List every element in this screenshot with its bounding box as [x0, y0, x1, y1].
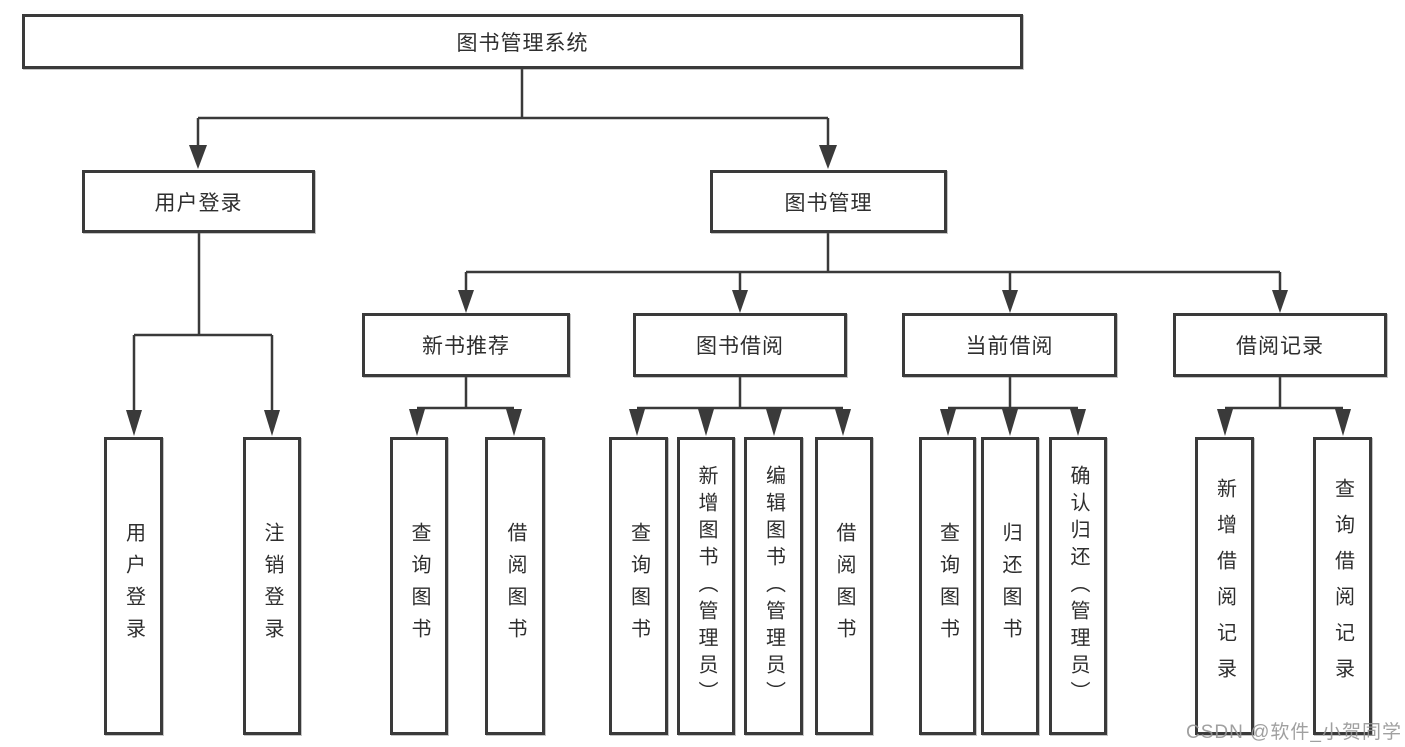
node-borrow-records: 借阅记录 — [1173, 313, 1387, 377]
leaf-confirm-return-admin: 确认归还（管理员） — [1049, 437, 1107, 735]
leaf-borrow-books-2: 借阅图书 — [815, 437, 873, 735]
leaf-logout-label: 注销登录 — [261, 522, 283, 650]
edge-current-borrow-to-leaves — [948, 377, 1078, 410]
leaf-add-borrow-record: 新增借阅记录 — [1195, 437, 1254, 735]
arrowheads-book-borrow — [629, 409, 851, 436]
leaf-edit-book-admin-label: 编辑图书（管理员） — [762, 464, 785, 708]
edge-root-to-level2 — [196, 69, 830, 146]
node-borrow-records-label: 借阅记录 — [1236, 335, 1324, 358]
node-root-label: 图书管理系统 — [456, 31, 589, 55]
leaf-user-login: 用户登录 — [104, 437, 163, 735]
node-book-management-label: 图书管理 — [784, 191, 873, 215]
arrowheads-user-login — [126, 410, 280, 436]
leaf-query-books-3-label: 查询图书 — [936, 522, 959, 650]
arrowheads-current-borrow — [940, 409, 1086, 436]
leaf-logout: 注销登录 — [243, 437, 301, 735]
leaf-add-borrow-record-label: 新增借阅记录 — [1213, 478, 1236, 694]
leaf-add-book-admin-label: 新增图书（管理员） — [695, 464, 717, 708]
arrowheads-borrow-records — [1217, 409, 1351, 436]
node-book-management: 图书管理 — [710, 170, 947, 233]
leaf-query-borrow-record: 查询借阅记录 — [1313, 437, 1372, 735]
leaf-query-books-1: 查询图书 — [390, 437, 448, 735]
leaf-return-book-label: 归还图书 — [999, 522, 1021, 650]
edge-borrow-records-to-leaves — [1225, 377, 1343, 410]
leaf-add-book-admin: 新增图书（管理员） — [677, 437, 735, 735]
leaf-query-books-2: 查询图书 — [609, 437, 668, 735]
leaf-query-books-3: 查询图书 — [919, 437, 976, 735]
leaf-borrow-books-2-label: 借阅图书 — [833, 522, 855, 650]
leaf-edit-book-admin: 编辑图书（管理员） — [744, 437, 803, 735]
node-new-book-recommend: 新书推荐 — [362, 313, 570, 377]
edge-book-management-to-level3 — [464, 233, 1282, 291]
leaf-query-books-1-label: 查询图书 — [408, 522, 430, 650]
arrowheads-new-book — [409, 409, 522, 436]
node-root: 图书管理系统 — [22, 14, 1023, 69]
leaf-borrow-books-1: 借阅图书 — [485, 437, 545, 735]
edge-new-book-to-leaves — [417, 377, 514, 410]
node-new-book-recommend-label: 新书推荐 — [422, 335, 510, 358]
edge-book-borrow-to-leaves — [637, 377, 843, 410]
arrowheads-level3 — [458, 290, 1288, 313]
arrowheads-level2 — [189, 145, 837, 169]
leaf-confirm-return-admin-label: 确认归还（管理员） — [1067, 464, 1089, 708]
leaf-query-borrow-record-label: 查询借阅记录 — [1331, 478, 1354, 694]
node-user-login: 用户登录 — [82, 170, 315, 233]
node-book-borrow: 图书借阅 — [633, 313, 847, 377]
node-book-borrow-label: 图书借阅 — [696, 335, 784, 358]
leaf-user-login-label: 用户登录 — [122, 522, 145, 650]
leaf-borrow-books-1-label: 借阅图书 — [504, 522, 526, 650]
node-current-borrow: 当前借阅 — [902, 313, 1117, 377]
edge-user-login-to-leaves — [132, 233, 274, 411]
watermark: CSDN @软件_小贺同学 — [1186, 722, 1402, 743]
leaf-return-book: 归还图书 — [981, 437, 1039, 735]
node-current-borrow-label: 当前借阅 — [965, 335, 1054, 358]
leaf-query-books-2-label: 查询图书 — [627, 522, 650, 650]
node-user-login-label: 用户登录 — [154, 191, 243, 215]
